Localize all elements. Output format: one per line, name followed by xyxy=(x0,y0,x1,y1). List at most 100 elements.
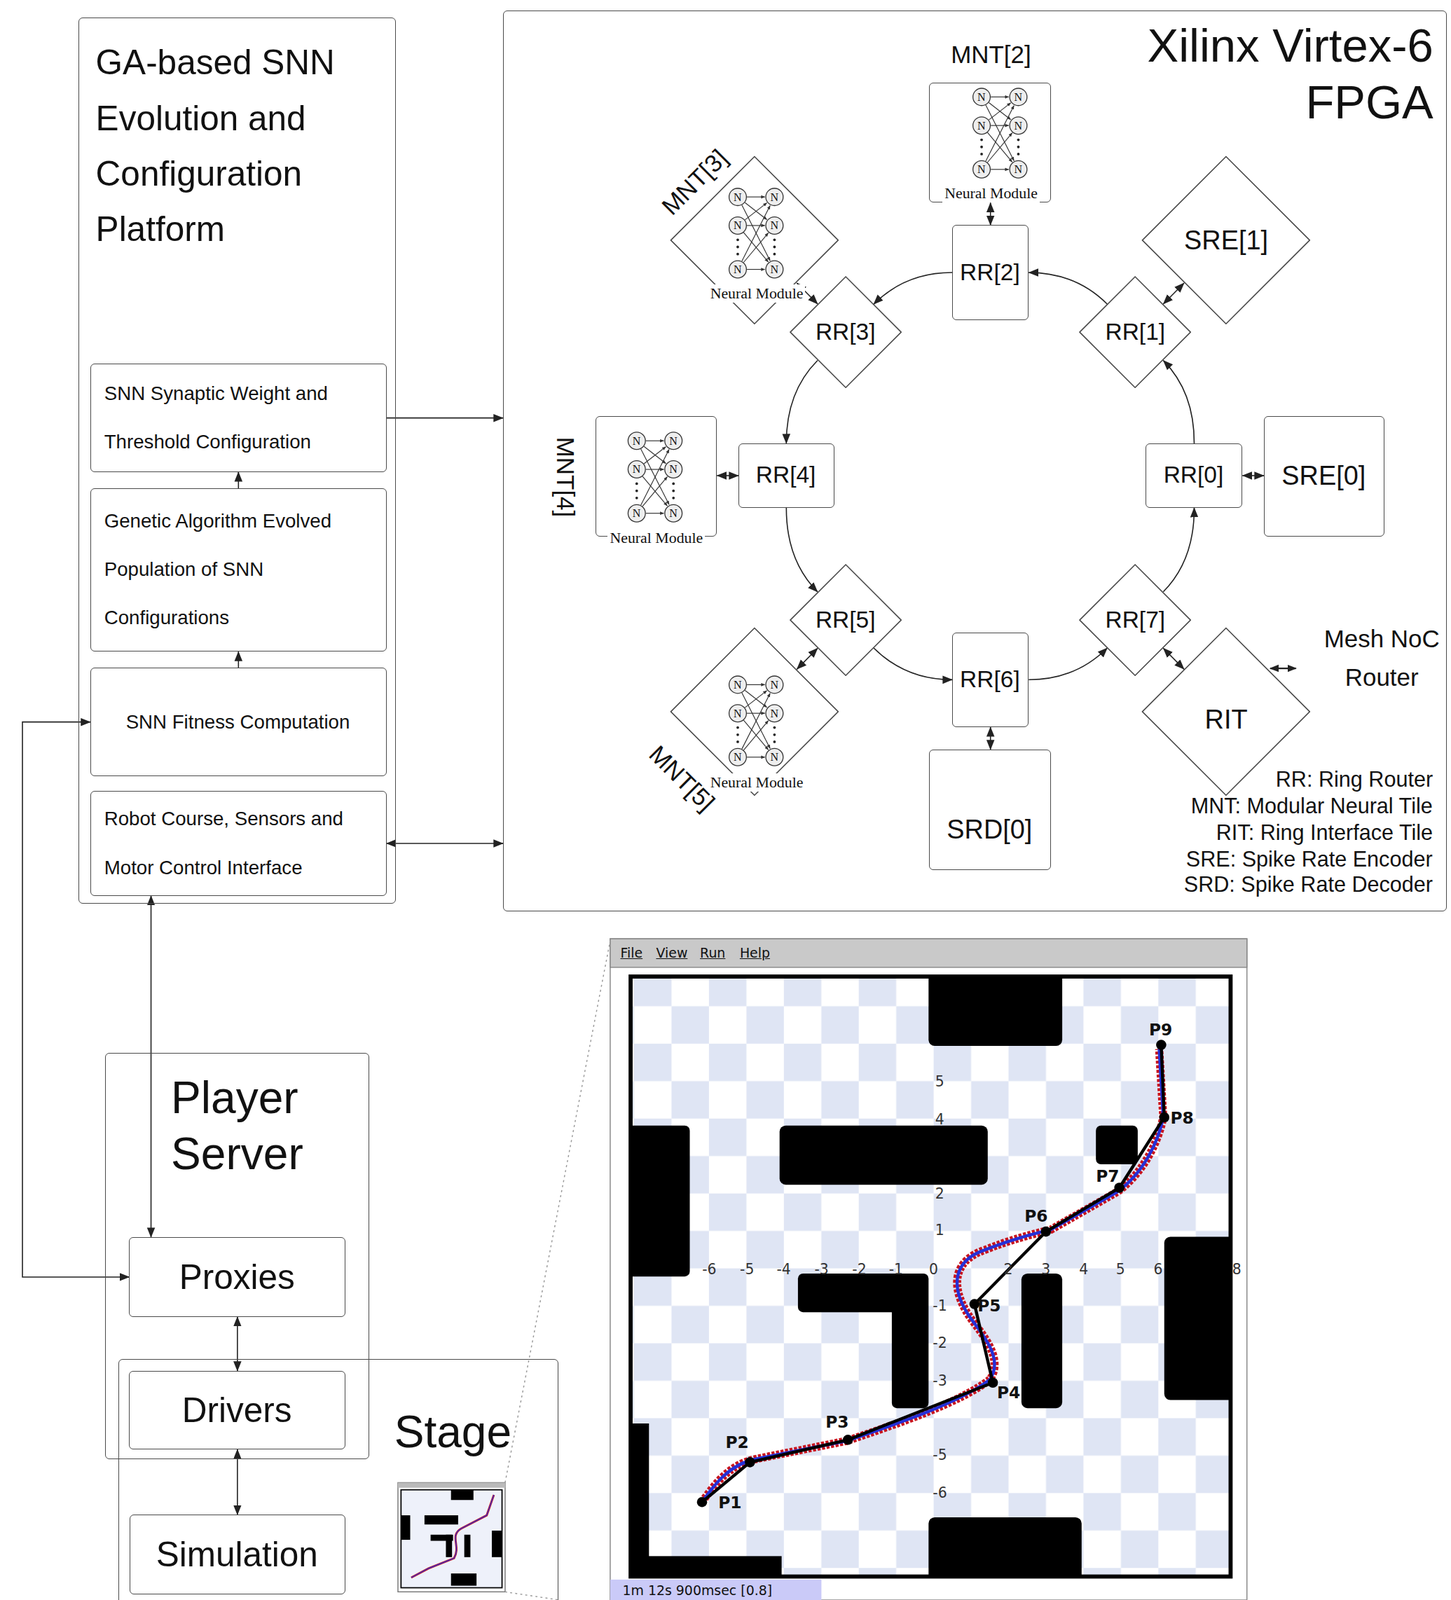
connector xyxy=(1163,648,1185,670)
node-label: Drivers xyxy=(182,1389,293,1431)
node-heading: MNT[3] xyxy=(655,143,734,222)
map-label: -2 xyxy=(932,1334,947,1352)
connector xyxy=(1163,360,1194,444)
map-label: 8 xyxy=(1232,1261,1242,1278)
map-label: -5 xyxy=(739,1261,754,1278)
mesh-link xyxy=(1270,667,1296,670)
map-label: P6 xyxy=(1024,1206,1048,1227)
map-label: P8 xyxy=(1170,1108,1194,1129)
decoder-box: SRD[0] xyxy=(929,749,1051,871)
connector xyxy=(1028,648,1107,680)
node-heading: Neural Module xyxy=(708,773,806,792)
node-label: RIT xyxy=(1205,704,1248,736)
map-label: -6 xyxy=(932,1484,947,1502)
connector xyxy=(1163,507,1194,593)
node-label: SRD[0] xyxy=(946,814,1033,846)
map-label: P1 xyxy=(718,1493,742,1513)
connector xyxy=(873,648,953,680)
map-label: 4 xyxy=(1078,1261,1089,1278)
map-label: P4 xyxy=(996,1383,1021,1403)
map-label: -4 xyxy=(776,1261,792,1278)
map-label: -1 xyxy=(889,1261,904,1278)
connector xyxy=(150,896,153,1238)
neuron-label: N xyxy=(733,218,742,232)
map-label: -3 xyxy=(814,1261,829,1278)
map-label: -5 xyxy=(932,1446,947,1464)
node-label: RR[0] xyxy=(1163,461,1224,490)
node-label: Genetic Algorithm Evolved Population of … xyxy=(104,496,373,643)
connector xyxy=(236,1317,239,1372)
connector xyxy=(238,472,240,489)
map-label: -6 xyxy=(702,1261,717,1278)
node-label: Simulation xyxy=(156,1533,319,1576)
map-label: 3 xyxy=(1041,1261,1051,1278)
map-label: View xyxy=(655,945,688,962)
connector xyxy=(796,648,818,670)
connector xyxy=(386,842,504,845)
connector xyxy=(386,417,504,419)
node-heading: Neural Module xyxy=(708,284,806,303)
process-box: Drivers xyxy=(128,1371,346,1450)
node-heading: Player Server xyxy=(170,1069,366,1182)
simulator-window xyxy=(610,938,1248,1600)
neuron-label: N xyxy=(769,218,779,232)
neuron-label: N xyxy=(977,119,986,133)
ring-router: RR[3] xyxy=(789,276,902,389)
connector xyxy=(989,727,992,750)
process-box: SNN Synaptic Weight and Threshold Config… xyxy=(90,363,387,472)
connector xyxy=(786,507,818,593)
connector xyxy=(716,475,739,477)
connector xyxy=(1163,283,1185,305)
thumbnail xyxy=(397,1482,506,1592)
node-heading: Stage xyxy=(394,1405,512,1460)
map-label: P9 xyxy=(1149,1020,1173,1040)
neuron-label: N xyxy=(632,434,642,448)
map-label: 1m 12s 900msec [0.8] xyxy=(622,1582,773,1599)
map-label: File xyxy=(620,945,643,962)
process-box: Robot Course, Sensors and Motor Control … xyxy=(90,791,387,897)
annotation: RIT: Ring Interface Tile xyxy=(1216,819,1433,846)
map-label: -3 xyxy=(932,1372,947,1390)
encoder-box: SRE[0] xyxy=(1263,416,1385,537)
neuron-label: N xyxy=(769,190,779,204)
connector xyxy=(873,272,953,305)
ring-router: RR[5] xyxy=(789,564,902,677)
neuron-label: N xyxy=(769,706,779,721)
map-label: P3 xyxy=(825,1412,849,1433)
connector xyxy=(786,360,818,444)
ring-router: RR[2] xyxy=(952,224,1029,320)
neuron-label: N xyxy=(669,434,678,448)
neuron-label: N xyxy=(1013,90,1023,104)
connector xyxy=(1028,272,1107,305)
node-label: RR[2] xyxy=(959,258,1021,287)
connector xyxy=(22,722,129,1278)
neuron-label: N xyxy=(733,190,742,204)
node-label: RR[5] xyxy=(815,606,876,635)
node-label: SRE[1] xyxy=(1184,224,1269,257)
node-label: SRE[0] xyxy=(1281,460,1366,492)
neuron-label: N xyxy=(769,750,779,764)
neuron-label: N xyxy=(769,262,779,277)
map-label: 5 xyxy=(935,1073,945,1091)
map-label: P7 xyxy=(1095,1166,1119,1187)
node-label: RR[6] xyxy=(959,665,1021,694)
node-heading: MNT[4] xyxy=(550,436,581,518)
ring-router: RR[1] xyxy=(1078,276,1192,389)
platform-panel: GA-based SNN Evolution and Configuration… xyxy=(78,17,396,905)
neuron-label: N xyxy=(733,262,742,277)
ring-router: RR[6] xyxy=(952,632,1029,728)
annotation: MNT: Modular Neural Tile xyxy=(1191,793,1433,820)
map-label: 2 xyxy=(1003,1261,1013,1278)
neuron-label: N xyxy=(733,750,742,764)
map-label: Run xyxy=(699,945,726,962)
node-label: RR[3] xyxy=(815,318,876,347)
node-heading: GA-based SNN Evolution and Configuration… xyxy=(95,34,392,257)
node-label: Robot Course, Sensors and Motor Control … xyxy=(104,794,373,892)
annotation: SRE: Spike Rate Encoder xyxy=(1186,846,1433,873)
map-label: 0 xyxy=(929,1261,939,1278)
map-label: Help xyxy=(739,945,770,962)
neuron-label: N xyxy=(769,678,779,692)
map-label: 1 xyxy=(935,1221,945,1239)
connector xyxy=(1242,475,1264,477)
